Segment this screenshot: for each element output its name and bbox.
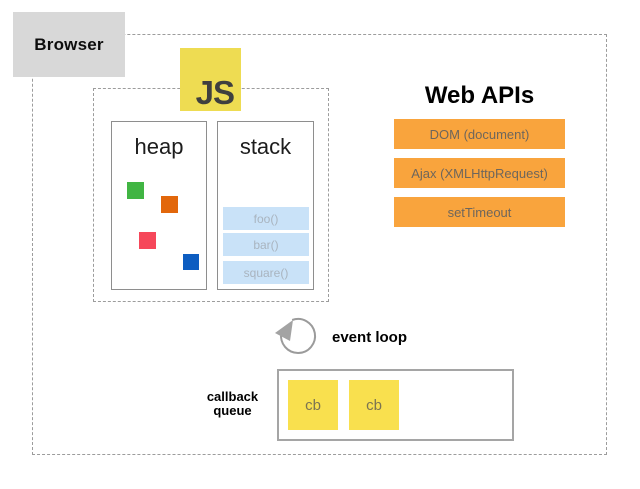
web-apis-title: Web APIs — [424, 82, 535, 109]
heap-box: heap — [111, 121, 207, 290]
stack-label: stack — [239, 134, 292, 159]
callback-queue-box: cb cb — [277, 369, 514, 441]
browser-boundary — [32, 34, 607, 455]
web-api-item-settimeout: setTimeout — [394, 197, 565, 227]
web-api-item-ajax: Ajax (XMLHttpRequest) — [394, 158, 565, 188]
stack-frame: foo() — [223, 207, 309, 230]
callback-item: cb — [349, 380, 399, 430]
heap-label: heap — [134, 134, 184, 159]
callback-item: cb — [288, 380, 338, 430]
heap-object-green — [127, 182, 144, 199]
event-loop-label: event loop — [332, 329, 408, 346]
stack-frame: square() — [223, 261, 309, 284]
heap-object-red — [139, 232, 156, 249]
callback-queue-label: callback queue — [206, 389, 259, 418]
heap-object-blue — [183, 254, 199, 270]
circular-arrow-icon — [273, 311, 319, 362]
stack-box: stack foo() bar() square() — [217, 121, 314, 290]
browser-label-box: Browser — [13, 12, 125, 77]
stack-frame: bar() — [223, 233, 309, 256]
web-api-item-dom: DOM (document) — [394, 119, 565, 149]
js-logo-text: JS — [195, 74, 235, 111]
browser-label: Browser — [34, 34, 104, 54]
js-logo: JS — [180, 48, 241, 111]
heap-object-orange — [161, 196, 178, 213]
